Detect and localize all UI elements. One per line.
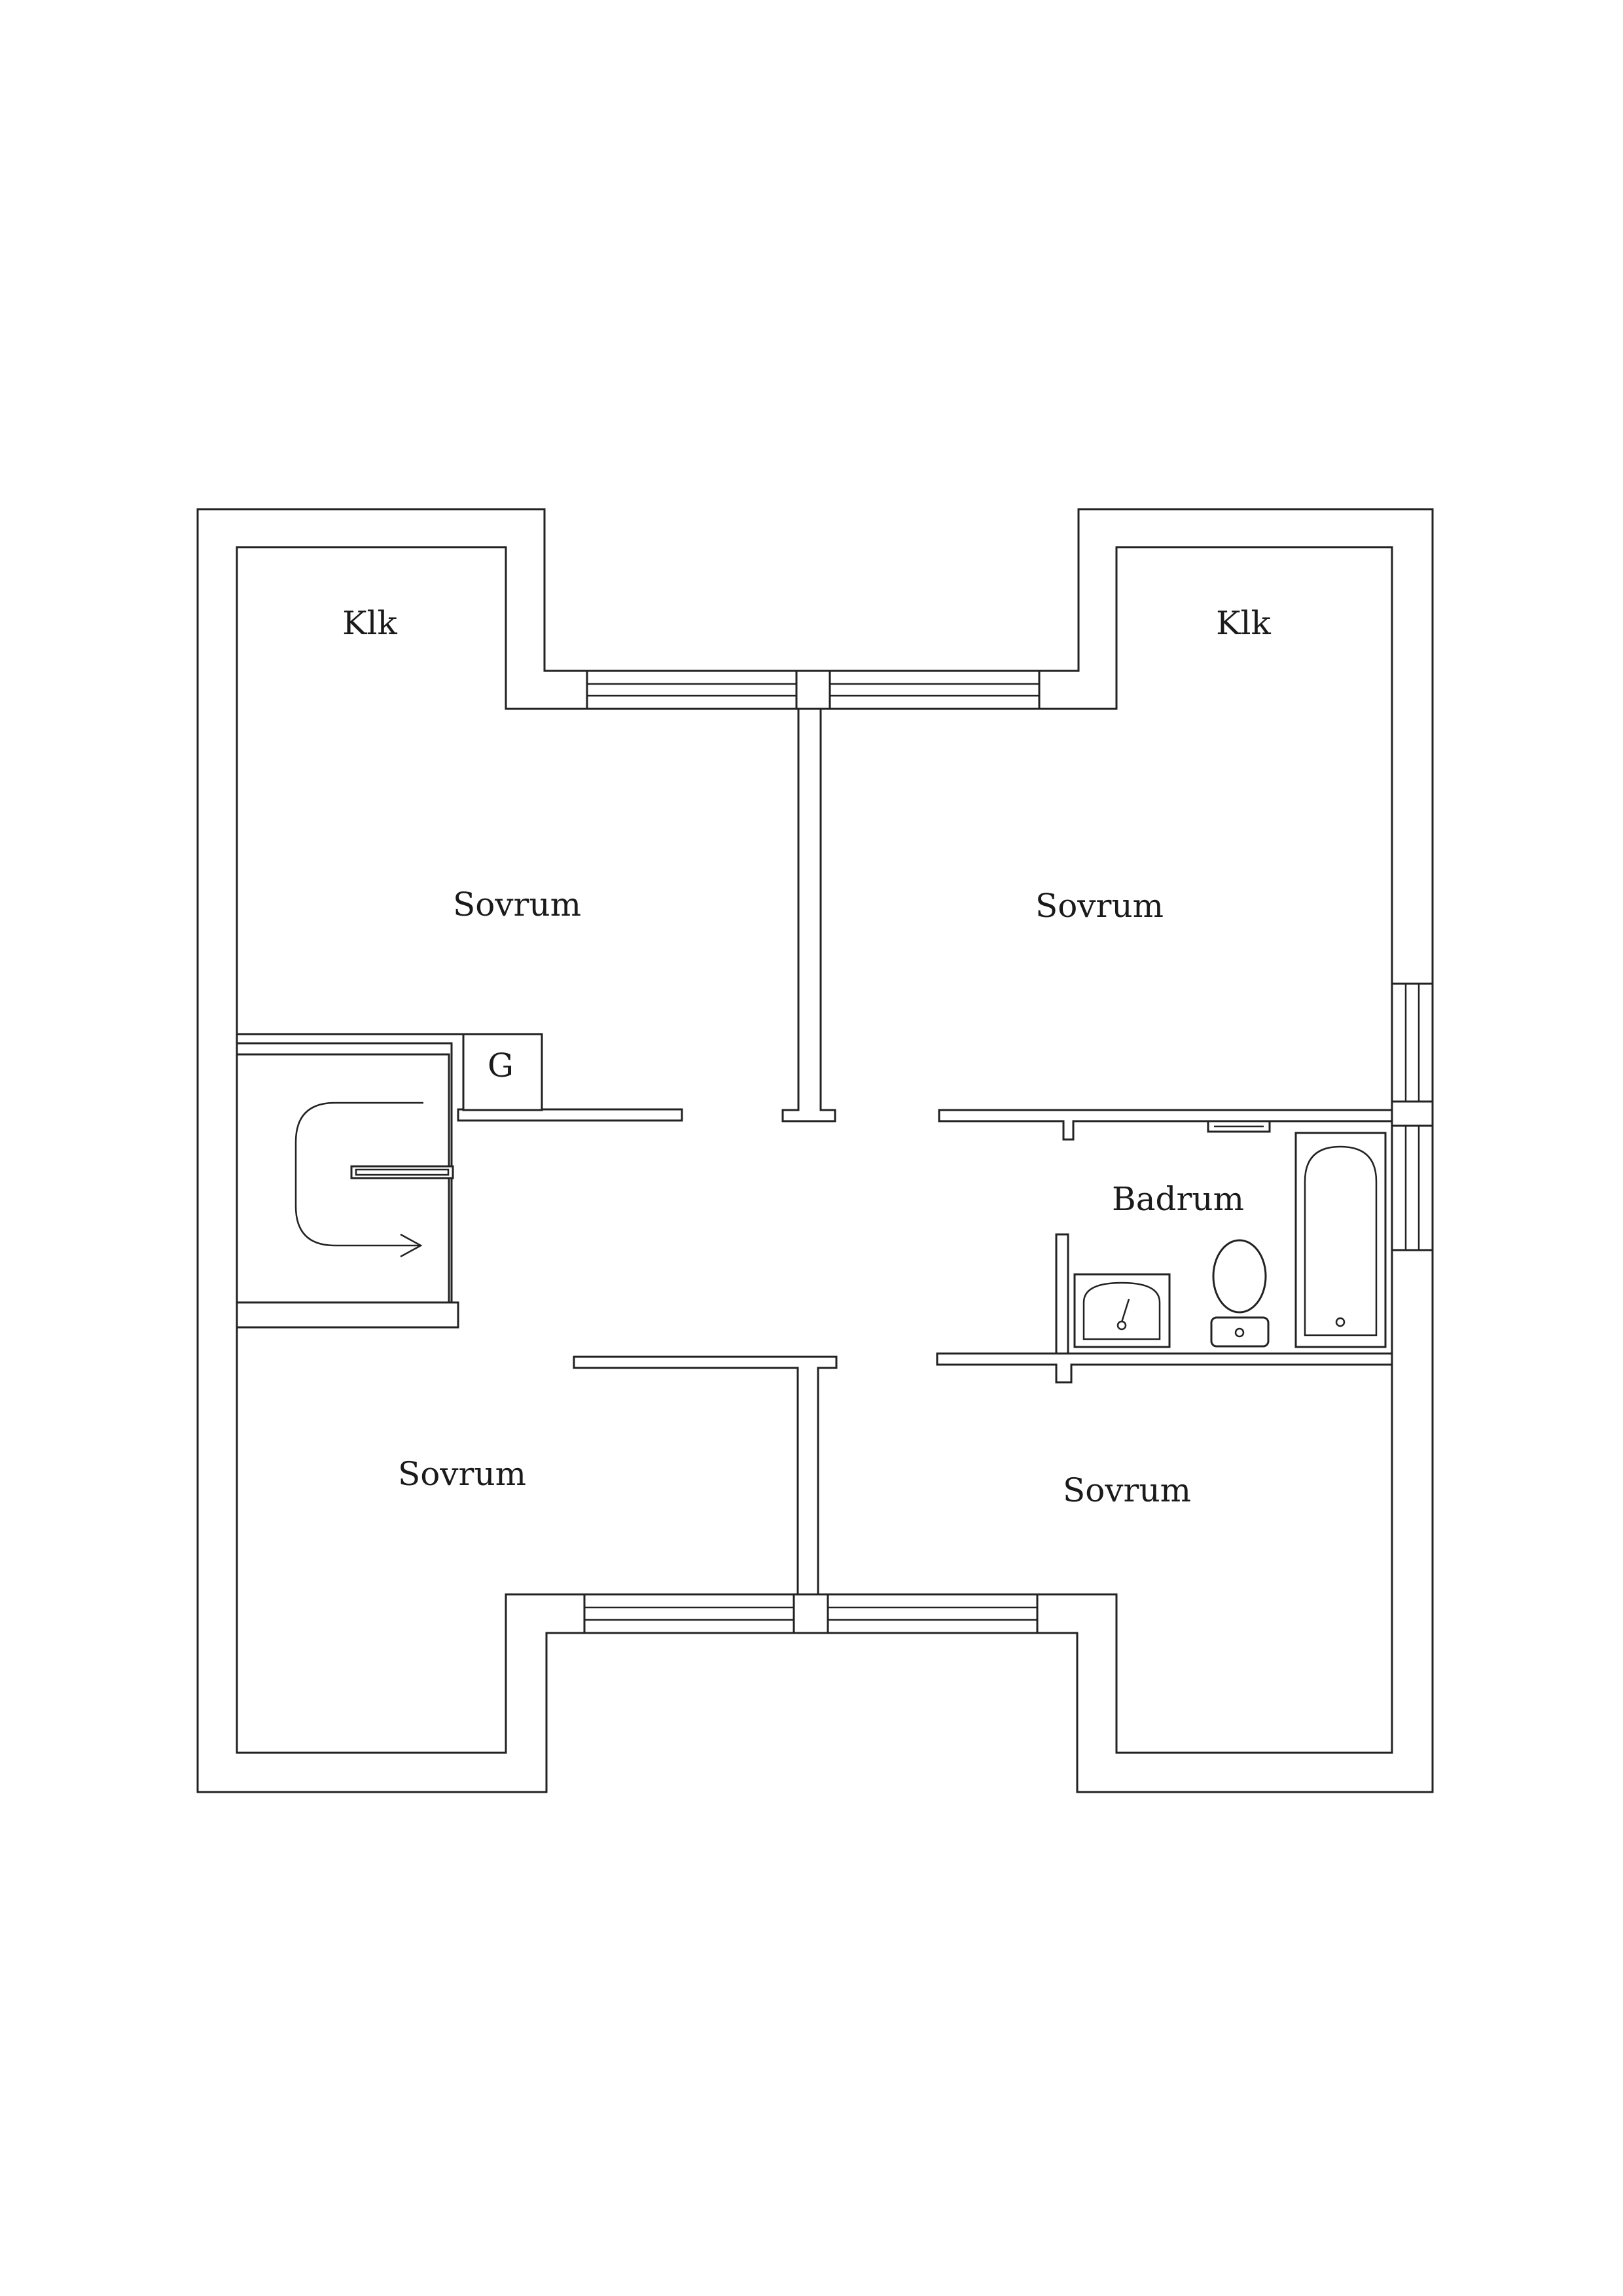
staircase-icon xyxy=(294,1102,454,1258)
window-right xyxy=(1391,982,1434,1251)
bathtub-icon xyxy=(1294,1132,1387,1348)
room-label-klk-left: Klk xyxy=(342,604,397,642)
room-label-sovrum-top-left: Sovrum xyxy=(453,886,581,924)
room-label-badrum: Badrum xyxy=(1112,1180,1244,1218)
window-top xyxy=(586,670,1041,710)
toilet-icon xyxy=(1210,1239,1270,1348)
interior-wall-bathroom-left xyxy=(1055,1233,1069,1355)
interior-wall-left-corridor xyxy=(457,1108,683,1122)
stair-enclosure xyxy=(236,1042,459,1329)
window-bottom xyxy=(583,1593,1039,1634)
interior-wall-bathroom-bottom xyxy=(936,1352,1393,1384)
sink-icon xyxy=(1073,1273,1171,1348)
room-label-sovrum-top-right: Sovrum xyxy=(1035,887,1164,925)
room-label-sovrum-bottom-right: Sovrum xyxy=(1063,1471,1191,1509)
room-label-g: G xyxy=(488,1047,514,1085)
exterior-wall xyxy=(196,508,1434,1793)
interior-wall-right-top xyxy=(938,1109,1393,1141)
room-label-sovrum-bottom-left: Sovrum xyxy=(398,1455,526,1493)
room-label-klk-right: Klk xyxy=(1216,604,1271,642)
g-closet xyxy=(462,1033,543,1111)
interior-wall-bottom-center xyxy=(573,1355,838,1596)
interior-wall-top-center xyxy=(781,708,836,1122)
stair-landing-wall xyxy=(236,1301,459,1329)
